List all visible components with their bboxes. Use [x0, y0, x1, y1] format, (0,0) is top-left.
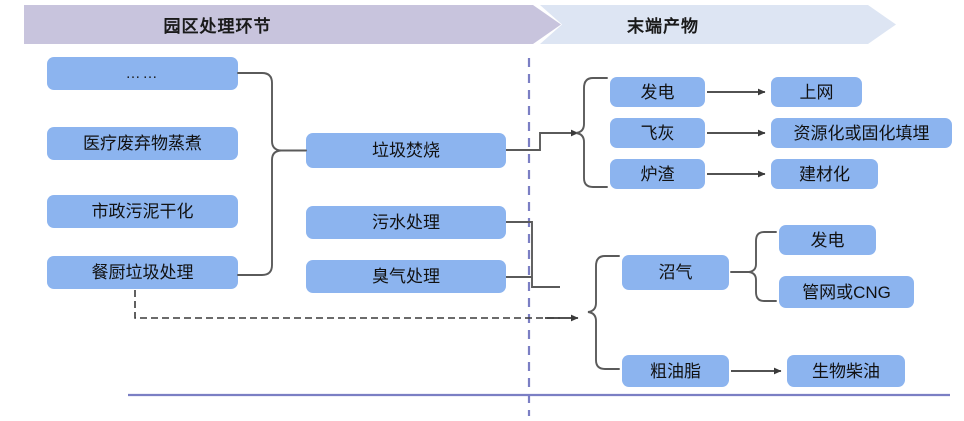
brace-incineration-products — [575, 77, 608, 188]
input-node-ellipsis[interactable]: …… — [47, 57, 238, 90]
connector-wastewater-odor-merge — [506, 221, 560, 288]
destination-node-biodiesel[interactable]: 生物柴油 — [787, 355, 905, 387]
stage-banner-park-processing: 园区处理环节 — [24, 5, 561, 44]
input-node-municipal-sludge-drying[interactable]: 市政污泥干化 — [47, 195, 238, 228]
destination-node-building-materials[interactable]: 建材化 — [771, 159, 878, 189]
input-node-medical-waste-steaming[interactable]: 医疗废弃物蒸煮 — [47, 127, 238, 160]
stage-banner-end-products: 末端产物 — [540, 5, 896, 44]
process-node-odor-treatment[interactable]: 臭气处理 — [306, 260, 506, 293]
process-node-waste-incineration[interactable]: 垃圾焚烧 — [306, 133, 506, 168]
output-node-biogas[interactable]: 沼气 — [622, 255, 729, 290]
output-node-crude-grease[interactable]: 粗油脂 — [622, 355, 729, 387]
output-node-power-generation-incineration[interactable]: 发电 — [610, 77, 705, 107]
connector-incineration-to-outputs — [506, 129, 579, 151]
process-node-wastewater-treatment[interactable]: 污水处理 — [306, 206, 506, 239]
brace-inputs-to-incineration — [237, 72, 307, 276]
input-node-kitchen-waste-treatment[interactable]: 餐厨垃圾处理 — [47, 256, 238, 289]
output-node-fly-ash[interactable]: 飞灰 — [610, 118, 705, 148]
destination-node-grid-connection[interactable]: 上网 — [771, 77, 862, 107]
stage-banner-end-products-label: 末端产物 — [627, 17, 699, 36]
destination-node-pipeline-or-cng[interactable]: 管网或CNG — [779, 276, 914, 308]
brace-biogas-destinations — [730, 231, 777, 302]
brace-digestion-products — [587, 255, 620, 370]
stage-banner-park-processing-label: 园区处理环节 — [163, 17, 272, 36]
destination-node-resource-or-solidified-landfill[interactable]: 资源化或固化填埋 — [771, 118, 952, 148]
output-node-slag[interactable]: 炉渣 — [610, 159, 705, 189]
dashed-connector-kitchen-waste-to-digestion — [134, 290, 560, 319]
destination-node-power-generation-biogas[interactable]: 发电 — [779, 225, 876, 255]
